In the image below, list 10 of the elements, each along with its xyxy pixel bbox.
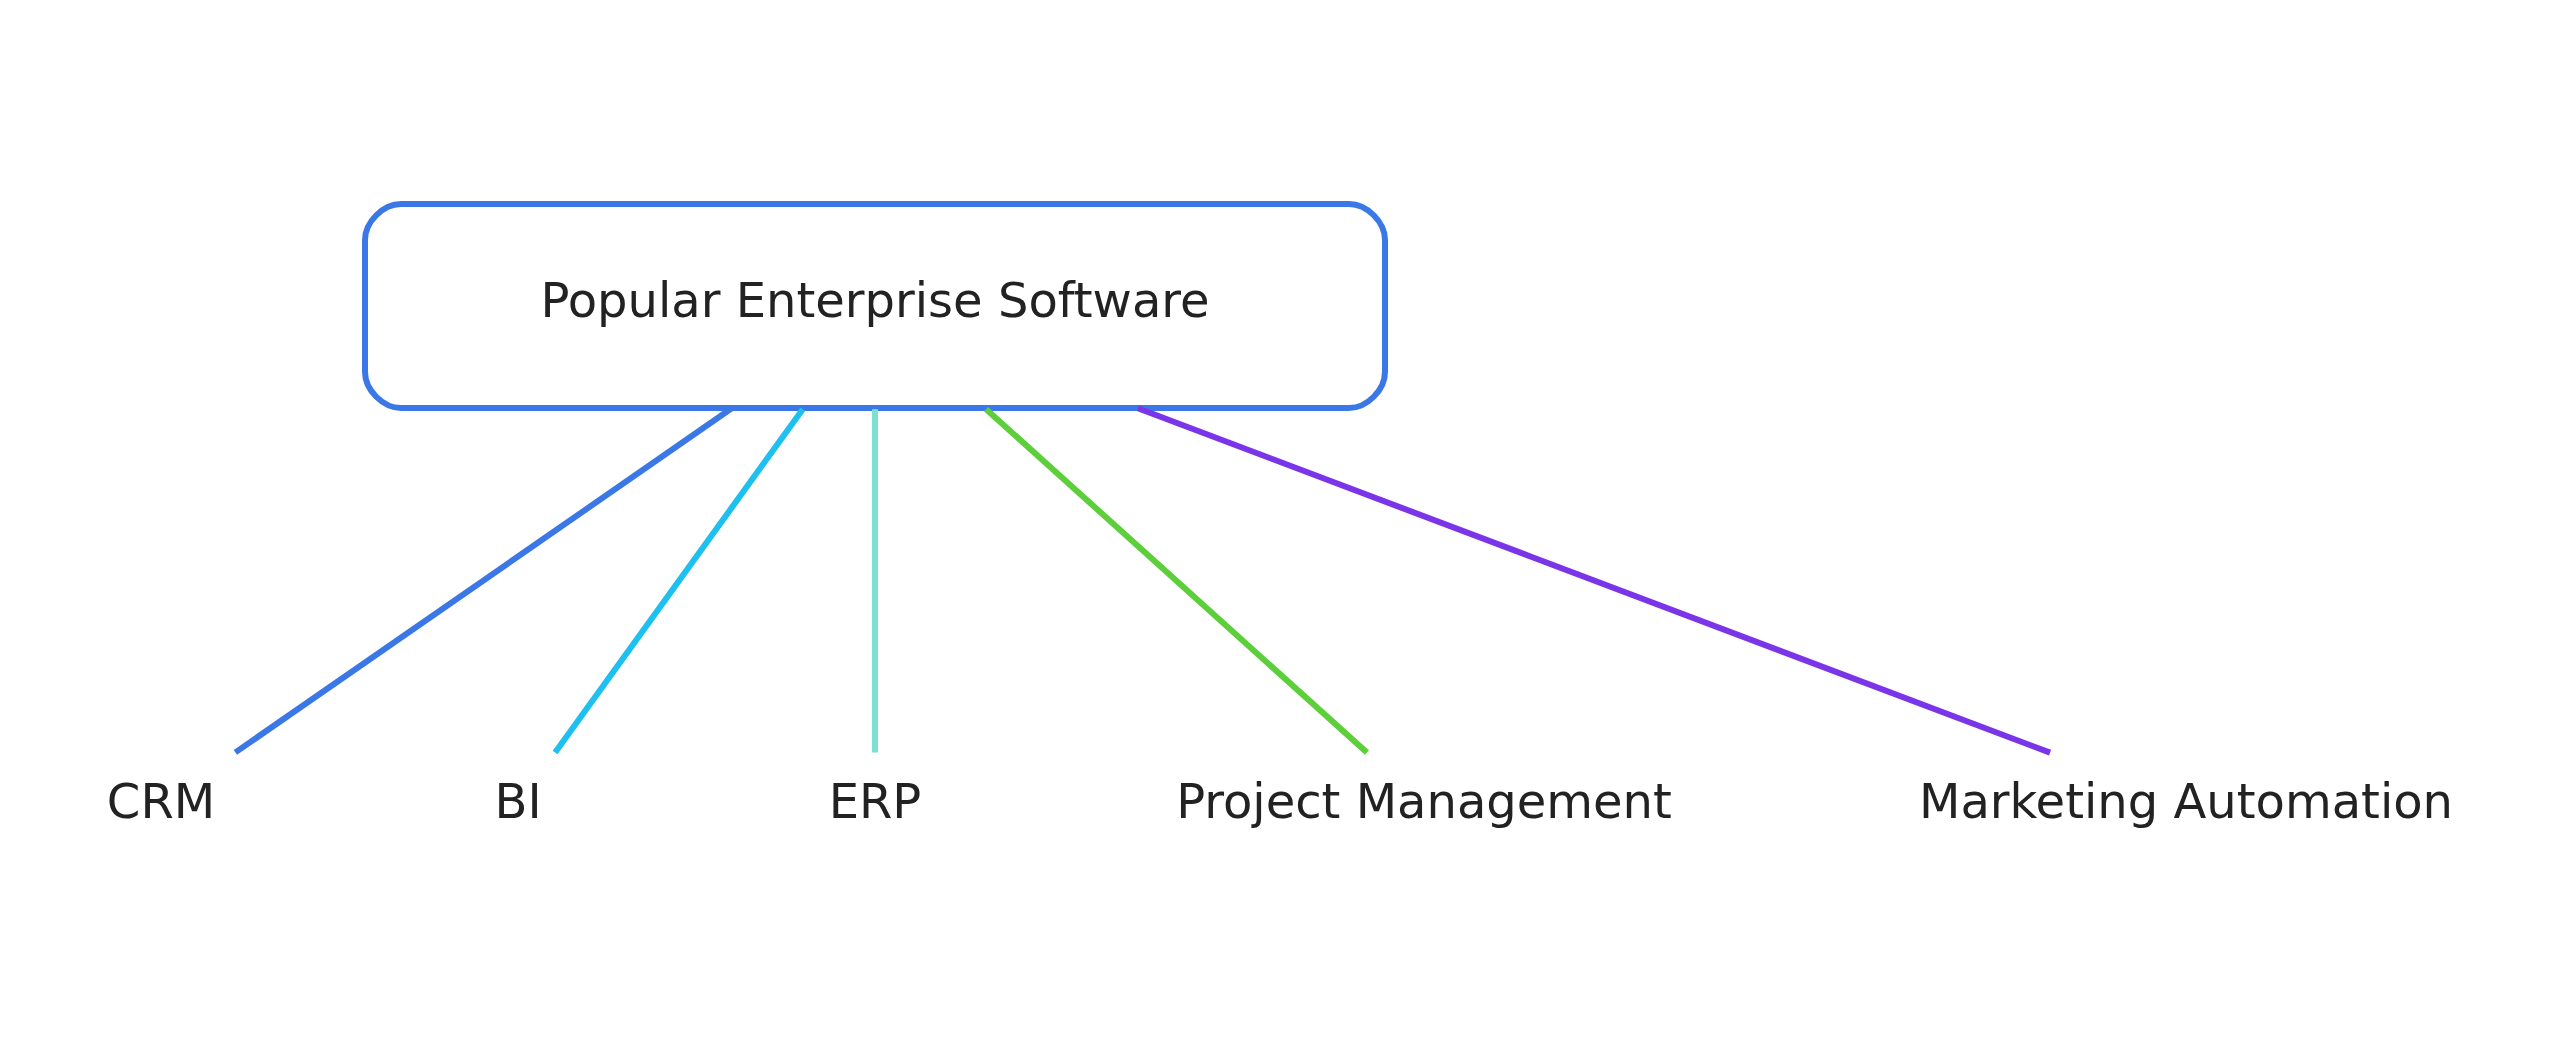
node-text: Marketing Automation [1918,772,2454,829]
connector [872,408,878,753]
connector [984,406,1369,755]
node-text: ERP [828,772,922,829]
node-box: Popular Enterprise Software [362,200,1388,411]
connector [1136,404,2052,755]
node-text: Project Management [1176,772,1672,829]
node-text: CRM [106,772,216,829]
connector [552,406,806,754]
node-text: BI [494,772,542,829]
